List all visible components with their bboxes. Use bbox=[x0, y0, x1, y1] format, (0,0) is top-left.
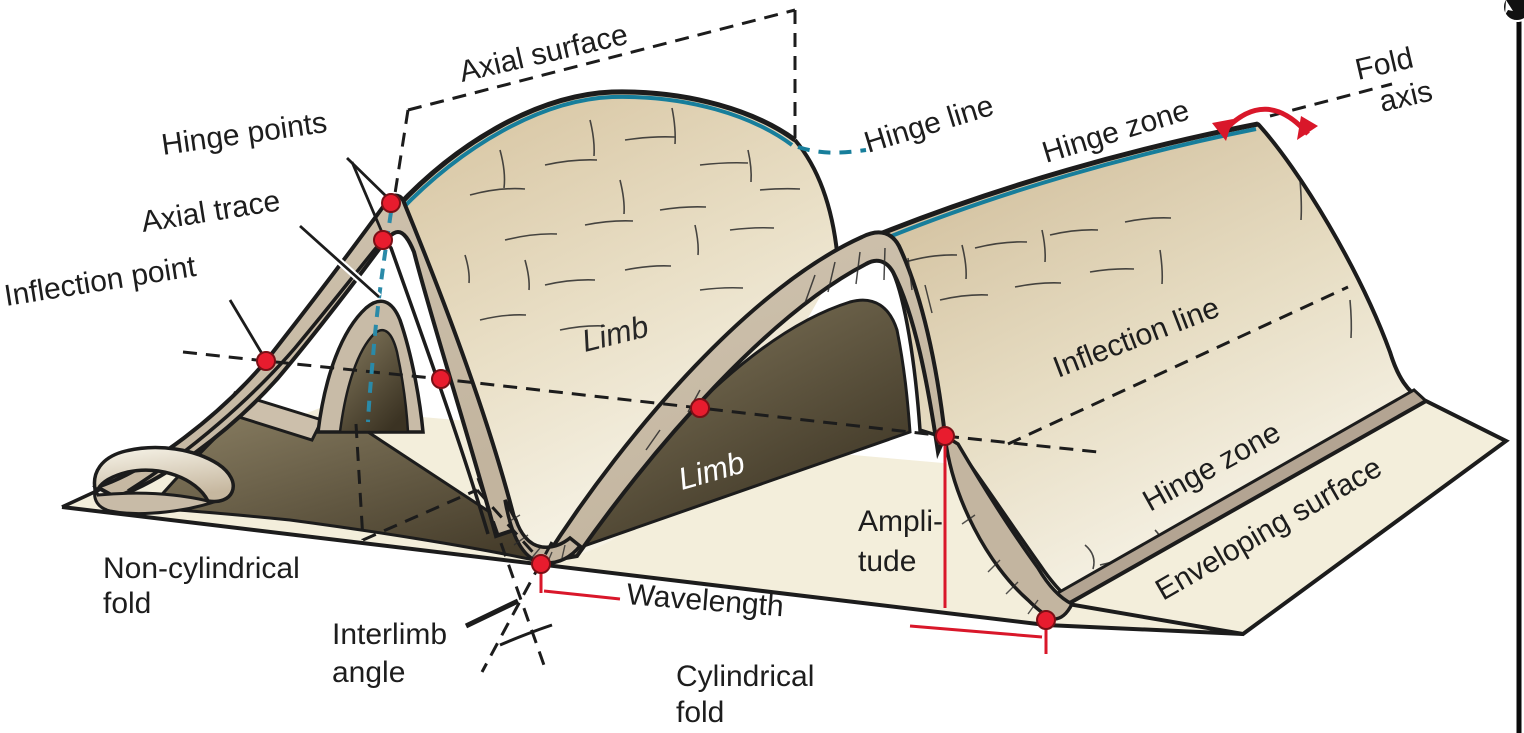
fold-axis-label-2: axis bbox=[1376, 75, 1435, 119]
sheet-crest-outline bbox=[879, 121, 1259, 237]
inflection-connector-cont bbox=[944, 434, 1099, 454]
inflection-dot-2 bbox=[431, 369, 451, 389]
wavelength-line-right bbox=[909, 624, 1043, 639]
rotation-arrowhead-right bbox=[1297, 116, 1318, 140]
base-projection-a bbox=[362, 488, 478, 542]
dome-joint-marks bbox=[464, 107, 801, 331]
page-edge bbox=[1502, 0, 1524, 733]
cylindrical-fold-label-2: fold bbox=[676, 696, 724, 729]
red-annotations bbox=[539, 106, 1318, 654]
axial-surface-left-edge bbox=[392, 109, 410, 201]
fold-axis-rotation-arrow bbox=[1222, 106, 1310, 136]
hinge-line-label: Hinge line bbox=[860, 89, 997, 160]
hinge-line-dashed-teal bbox=[797, 145, 867, 155]
inflection-dot-3 bbox=[690, 398, 710, 418]
rotation-arrowhead-left bbox=[1212, 119, 1233, 141]
axial-trace-projection bbox=[354, 423, 365, 541]
trough-band-right bbox=[942, 432, 1075, 621]
marker-dots bbox=[256, 193, 1056, 630]
base-projection-b bbox=[475, 488, 540, 560]
amplitude-label-1: Ampli- bbox=[858, 505, 943, 538]
interlimb-extension-left bbox=[476, 477, 547, 669]
trough-dot-right bbox=[1036, 610, 1056, 630]
inflection-dot-4 bbox=[935, 426, 955, 446]
fold-axis-dashed bbox=[1269, 82, 1393, 118]
leader-lines bbox=[226, 156, 392, 359]
trough-right-hatch bbox=[961, 514, 1039, 615]
hinge-line-left-teal bbox=[397, 94, 794, 214]
axial-trace-label: Axial trace bbox=[139, 184, 283, 239]
cylindrical-fold-sheet bbox=[878, 121, 1426, 604]
hinge-points-label: Hinge points bbox=[159, 106, 329, 162]
interlimb-angle-label-2: angle bbox=[332, 656, 405, 689]
inflection-point-label: Inflection point bbox=[2, 250, 199, 313]
non-cylindrical-fold-label-2: fold bbox=[103, 587, 151, 620]
hinge-point-dot-inner bbox=[373, 230, 393, 250]
hinge-point-dot-outer bbox=[381, 193, 401, 213]
dome-right-edge bbox=[793, 138, 840, 263]
non-cylindrical-fold-label-1: Non-cylindrical bbox=[103, 552, 300, 585]
amplitude-label-2: tude bbox=[858, 545, 916, 578]
interlimb-angle-arc bbox=[499, 623, 553, 647]
trough-dot-left bbox=[531, 554, 551, 574]
cylindrical-fold-label-1: Cylindrical bbox=[676, 660, 814, 693]
chevron-front-band bbox=[91, 193, 520, 539]
cursor-icon bbox=[1505, 0, 1513, 15]
inflection-line-dashed bbox=[1007, 285, 1349, 446]
hinge-line-right-teal bbox=[883, 127, 1257, 241]
dome-crest-outline bbox=[395, 89, 797, 209]
non-cylindrical-fold-surface bbox=[395, 89, 867, 563]
interlimb-angle-label-1: Interlimb bbox=[332, 618, 447, 651]
wavelength-line-left bbox=[543, 589, 621, 601]
construction-dashed-lines bbox=[182, 8, 1393, 673]
fold-nose-toe bbox=[92, 445, 235, 515]
interlimb-tangent bbox=[464, 598, 520, 629]
trough-band-left bbox=[503, 499, 583, 565]
axial-surface-label: Axial surface bbox=[456, 18, 631, 89]
inner-arch-opening bbox=[338, 328, 410, 434]
inflection-point-dot bbox=[256, 351, 276, 371]
axial-surface-top-edge bbox=[407, 8, 796, 112]
